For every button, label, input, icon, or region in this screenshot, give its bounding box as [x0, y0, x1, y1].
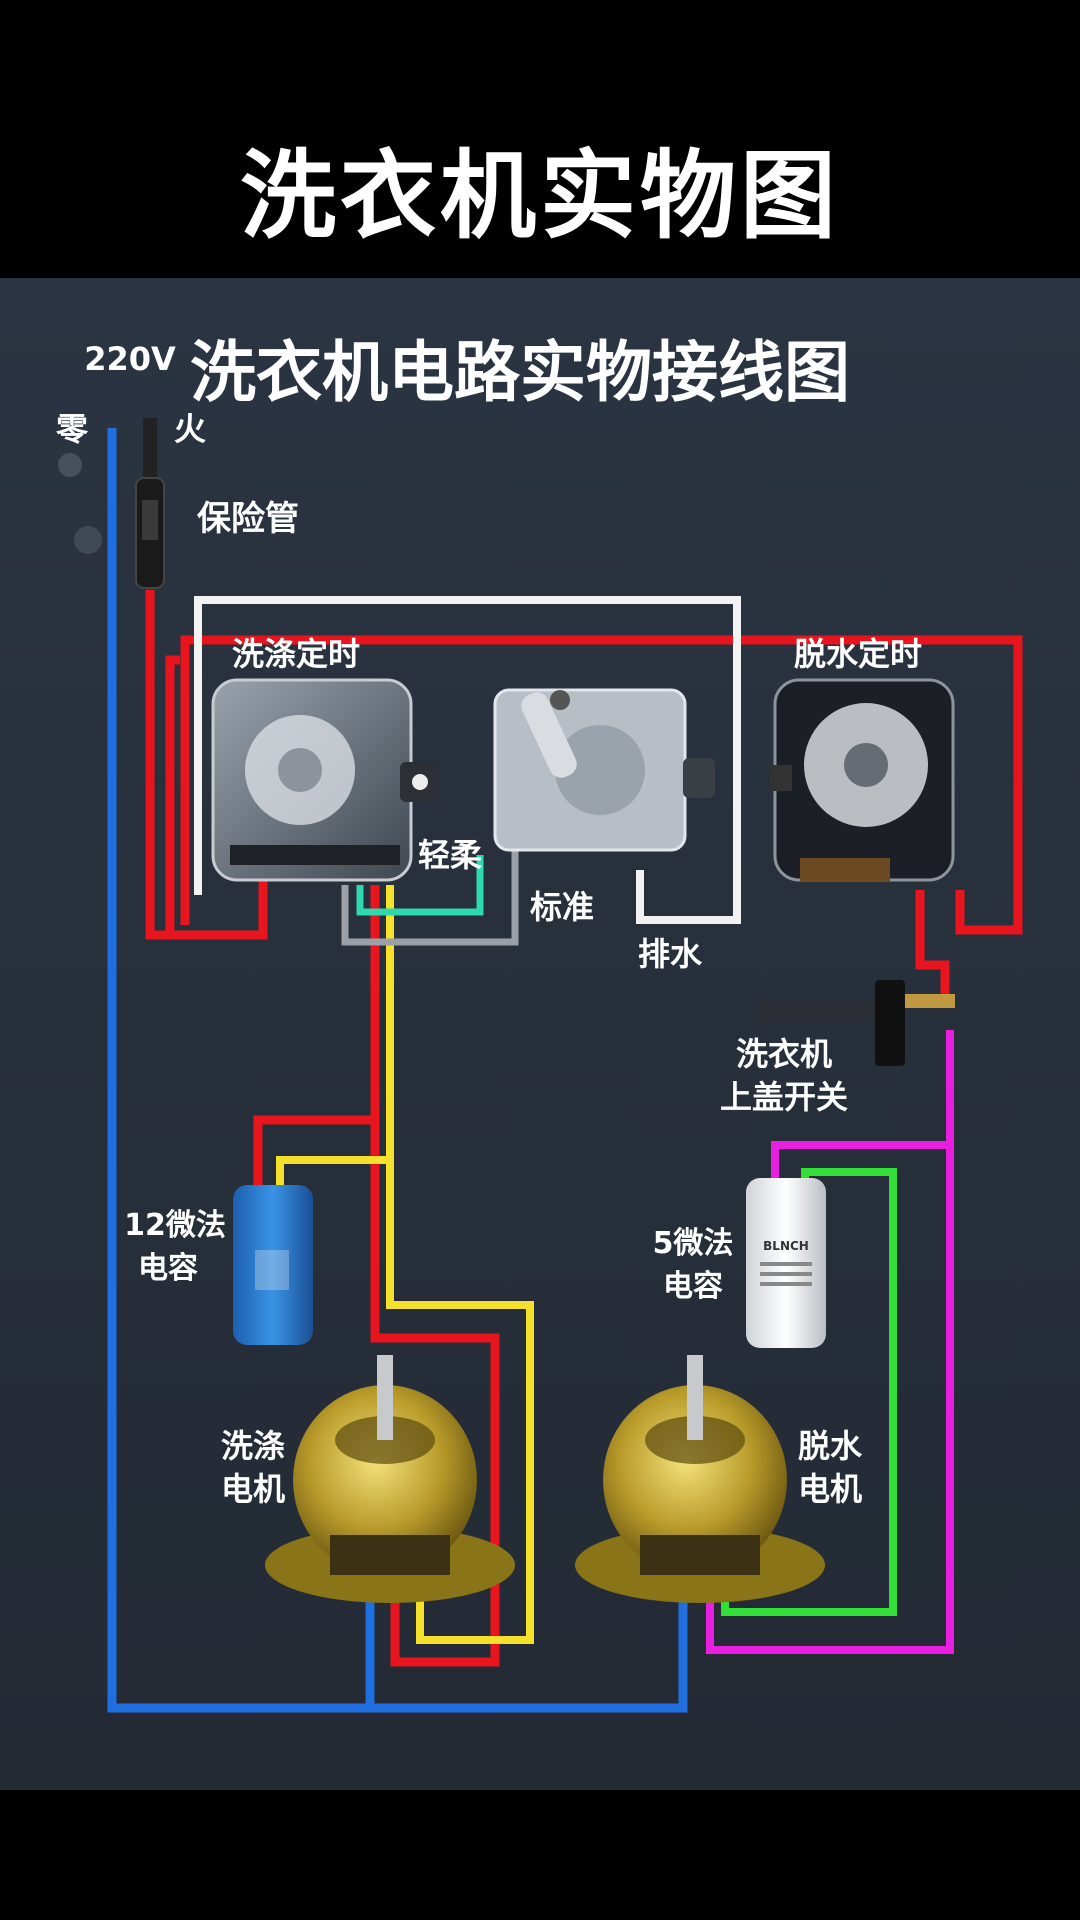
neutral-label: 零: [56, 410, 89, 448]
spin-motor: [575, 1355, 825, 1603]
drain-label: 排水: [638, 935, 703, 973]
live-wire-top: [180, 635, 1023, 935]
wash-motor-label-1: 洗涤: [221, 1427, 285, 1465]
cap12-label-1: 12微法: [124, 1208, 226, 1243]
wash-motor: [265, 1355, 515, 1603]
live-label: 火: [174, 410, 206, 448]
page-title: 洗衣机实物图: [240, 140, 840, 252]
wash-timer: [211, 678, 440, 882]
lid-switch-label-1: 洗衣机: [736, 1035, 832, 1073]
live-wire: [145, 590, 268, 940]
lid-switch: [758, 980, 955, 1066]
wash-motor-label-2: 电机: [221, 1470, 285, 1508]
voltage-label: 220V: [84, 340, 176, 378]
cyan-wire: [356, 855, 484, 916]
diagram-title: 洗衣机电路实物接线图: [190, 334, 850, 411]
cap5-label-1: 5微法: [653, 1226, 734, 1261]
gray-wire: [341, 850, 519, 946]
red-wire-wash-motor-2: [370, 1120, 500, 1667]
magenta-wire: [706, 1030, 954, 1654]
fuse-label: 保险管: [197, 499, 299, 539]
capacitor-5uf: BLNCH: [746, 1178, 826, 1348]
standard-label: 标准: [530, 888, 594, 926]
white-wire: [194, 596, 741, 924]
red-wire-spin: [915, 890, 950, 1005]
top-band: [0, 0, 1080, 278]
spin-motor-label-1: 脱水: [798, 1427, 863, 1465]
cap5-brand: BLNCH: [763, 1239, 809, 1253]
wash-timer-label: 洗涤定时: [232, 635, 360, 673]
capacitor-12uf: [233, 1185, 313, 1345]
spin-motor-label-2: 电机: [798, 1470, 862, 1508]
spin-timer: [770, 678, 955, 882]
live-wire-inner: [165, 655, 180, 935]
spin-timer-label: 脱水定时: [794, 635, 922, 673]
yellow-wire-cap12: [276, 1156, 390, 1185]
fuse: [135, 418, 165, 589]
cap12-label-2: 电容: [138, 1251, 198, 1286]
gentle-standard-switch: [493, 688, 715, 852]
magenta-wire-cap5: [771, 1141, 950, 1185]
lid-switch-label-2: 上盖开关: [720, 1078, 848, 1116]
bottom-band: [0, 1790, 1080, 1920]
gentle-label: 轻柔: [418, 836, 482, 874]
cap5-label-2: 电容: [663, 1269, 723, 1304]
yellow-wire: [386, 885, 534, 1644]
red-wire-wash-motor: [253, 885, 380, 1185]
green-wire: [721, 1168, 897, 1616]
neutral-wire: [107, 428, 688, 1713]
